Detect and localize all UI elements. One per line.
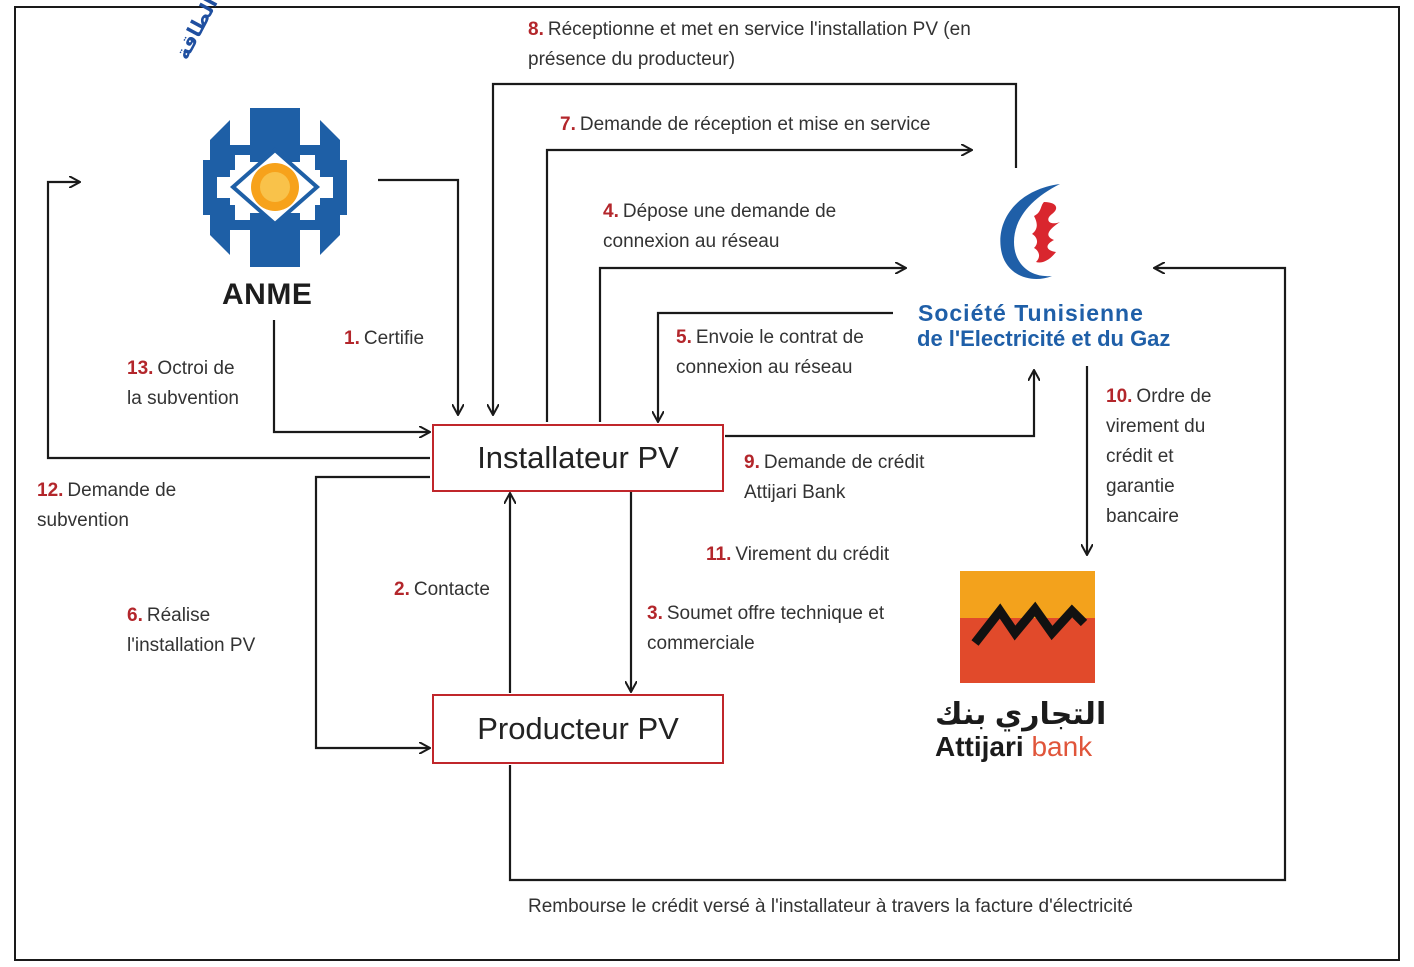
diagram-frame <box>14 6 1400 961</box>
arrow-rembourse <box>508 268 1287 882</box>
step-1-label: 1.Certifie <box>344 328 425 349</box>
step-7-label: 7.Demande de réception et mise en servic… <box>560 114 931 135</box>
attijari-name: Attijari bank <box>935 731 1092 763</box>
steg-name-line2: de l'Electricité et du Gaz <box>917 326 1171 351</box>
anme-name: ANME <box>222 278 313 311</box>
arrow-8-reception <box>493 82 1018 415</box>
installateur-pv-box: Installateur PV <box>432 424 724 492</box>
attijari-arabic-name: التجاري بنك <box>935 698 1107 731</box>
step-2-label: 2.Contacte <box>394 579 490 600</box>
attijari-emblem-icon <box>960 571 1095 683</box>
arrow-1-certifie <box>378 178 458 415</box>
step-11-label: 11.Virement du crédit <box>706 544 890 565</box>
producteur-pv-box: Producteur PV <box>432 694 724 764</box>
attijari-name-bank: bank <box>1031 731 1093 762</box>
attijari-name-main: Attijari <box>935 731 1024 762</box>
step-8-label: 8.Réceptionne et met en service l'instal… <box>528 19 971 70</box>
anme-emblem-icon <box>203 108 347 267</box>
arrow-4-depose-demande <box>598 268 906 422</box>
arrow-7-demande-reception <box>545 150 972 422</box>
steg-emblem-icon <box>1000 184 1060 280</box>
arrow-6-realise-installation <box>314 475 430 748</box>
arrow-12-demande-subvention <box>46 182 430 460</box>
steg-name-line1: Société Tunisienne <box>918 300 1144 326</box>
arrow-5-envoie-contrat <box>658 311 893 422</box>
bottom-rembourse-label: Rembourse le crédit versé à l'installate… <box>528 896 1133 917</box>
arrow-9-demande-credit <box>725 370 1034 438</box>
arrow-13-octroi <box>272 320 430 432</box>
